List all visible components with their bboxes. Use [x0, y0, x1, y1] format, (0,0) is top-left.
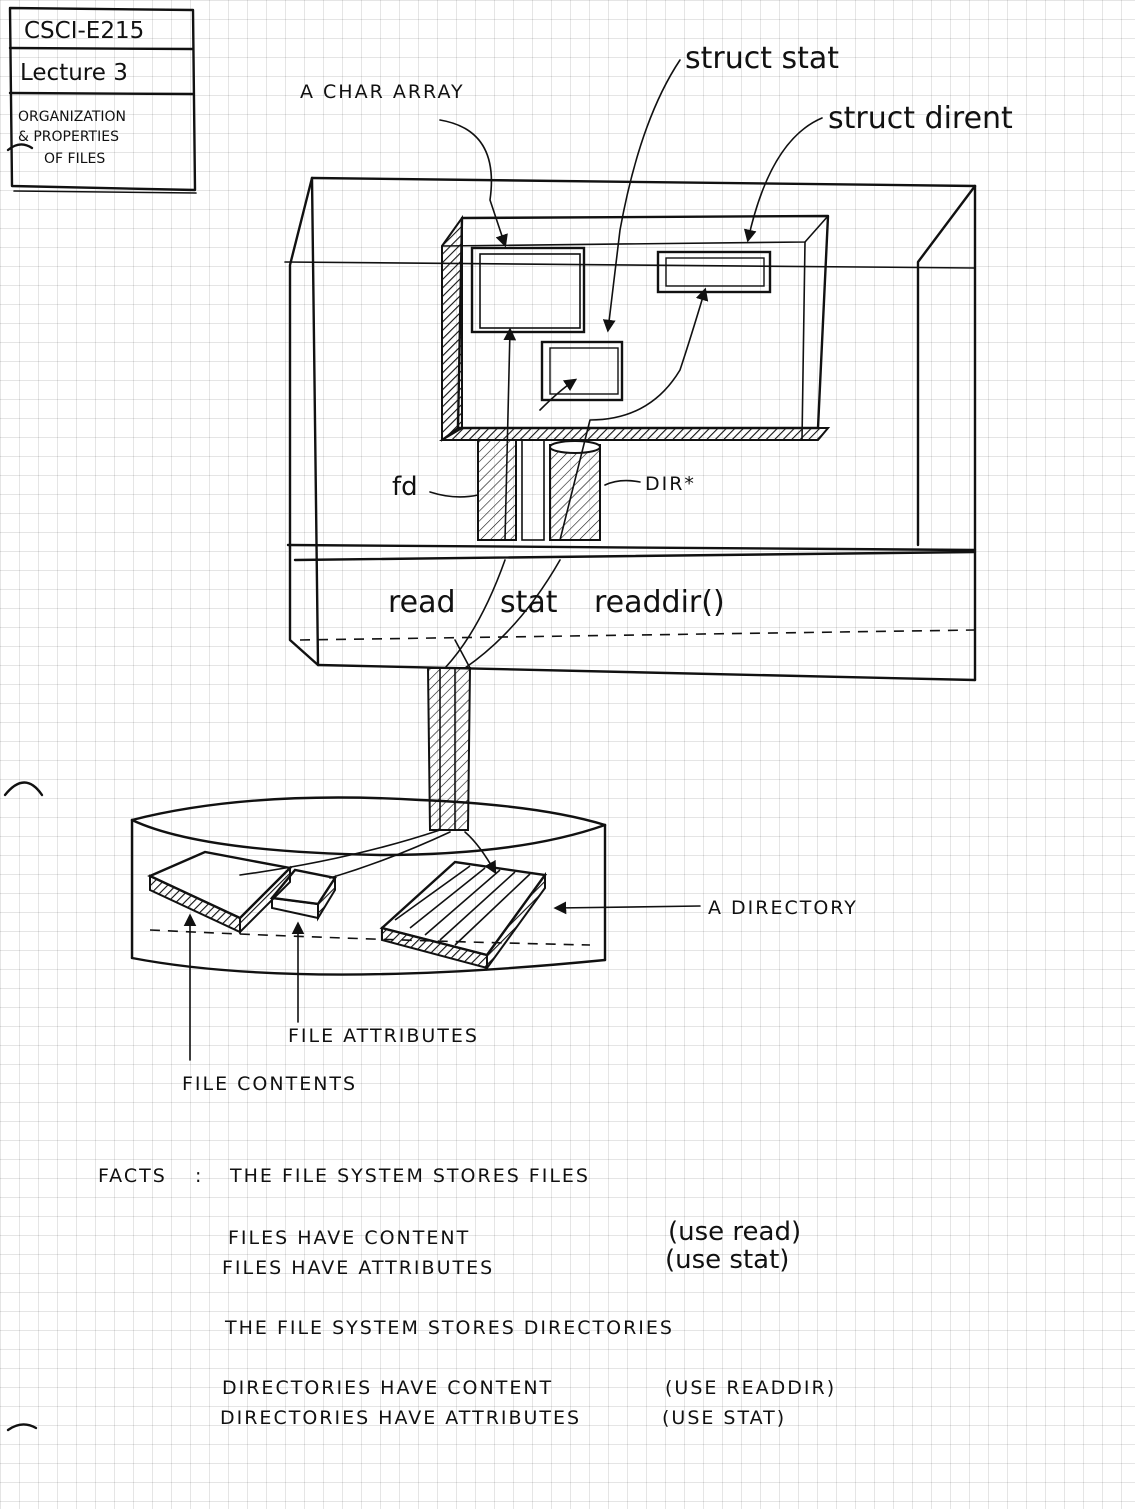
facts-line-2-left: FILES HAVE CONTENT — [228, 1227, 470, 1249]
facts-line-6-right: (USE STAT) — [662, 1407, 786, 1429]
topic-line-2: & PROPERTIES — [18, 129, 119, 145]
label-directory: A DIRECTORY — [708, 897, 858, 919]
leader-fd — [429, 491, 479, 498]
link-to-directory — [464, 831, 497, 875]
facts-line-1: THE FILE SYSTEM STORES FILES — [229, 1165, 590, 1187]
syscall-stat: stat — [500, 585, 558, 620]
file-attributes-icon — [269, 868, 337, 922]
label-file-contents: FILE CONTENTS — [182, 1073, 357, 1095]
memory-box — [439, 214, 831, 442]
char-array-buffer — [470, 246, 586, 334]
label-file-attributes: FILE ATTRIBUTES — [288, 1025, 479, 1047]
link-to-attributes — [329, 831, 451, 879]
facts-heading: FACTS — [98, 1165, 167, 1187]
label-dir: DIR* — [645, 473, 696, 495]
leader-dir — [604, 479, 641, 486]
topic-line-3: OF FILES — [44, 151, 105, 167]
topic-line-1: ORGANIZATION — [18, 109, 126, 125]
arrow-directory — [553, 901, 701, 915]
dir-pipe — [549, 440, 601, 541]
facts-line-3-left: FILES HAVE ATTRIBUTES — [222, 1257, 494, 1279]
lecture-number: Lecture 3 — [20, 60, 128, 86]
course-code: CSCI-E215 — [24, 18, 144, 44]
label-struct-stat: struct stat — [685, 41, 839, 76]
syscall-readdir: readdir() — [594, 585, 725, 620]
facts-line-5-right: (USE READDIR) — [665, 1377, 836, 1399]
fd-pipe — [477, 439, 545, 541]
process-box — [284, 176, 977, 682]
facts-line-3-right: (use stat) — [665, 1245, 789, 1275]
title-box: CSCI-E215 Lecture 3 ORGANIZATION & PROPE… — [8, 6, 197, 194]
facts-line-4: THE FILE SYSTEM STORES DIRECTORIES — [224, 1317, 674, 1339]
label-fd: fd — [392, 472, 418, 502]
flow-readdir — [559, 287, 709, 541]
binder-hole-mark — [6, 143, 34, 152]
facts-colon: : — [195, 1165, 203, 1187]
kernel-stem — [426, 559, 561, 831]
label-struct-dirent: struct dirent — [828, 101, 1013, 136]
arrow-char-array — [439, 119, 508, 248]
link-to-content — [239, 829, 441, 876]
flow-read — [503, 327, 517, 541]
disk-cylinder — [130, 796, 607, 976]
struct-dirent-box — [656, 250, 772, 294]
facts-section: FACTS : THE FILE SYSTEM STORES FILES FIL… — [98, 1165, 836, 1429]
facts-line-6-left: DIRECTORIES HAVE ATTRIBUTES — [220, 1407, 581, 1429]
flow-stat — [539, 378, 578, 411]
syscall-read: read — [388, 585, 456, 620]
arrow-struct-dirent — [743, 117, 823, 243]
binder-hole-mark — [6, 1423, 38, 1432]
facts-line-5-left: DIRECTORIES HAVE CONTENT — [222, 1377, 553, 1399]
directory-icon — [379, 860, 548, 972]
struct-stat-box — [540, 340, 624, 402]
facts-line-2-right: (use read) — [668, 1217, 801, 1247]
arrow-struct-stat — [602, 59, 681, 333]
binder-hole-mark — [3, 781, 44, 797]
file-content-icon — [147, 850, 293, 935]
label-char-array: A CHAR ARRAY — [300, 81, 465, 103]
